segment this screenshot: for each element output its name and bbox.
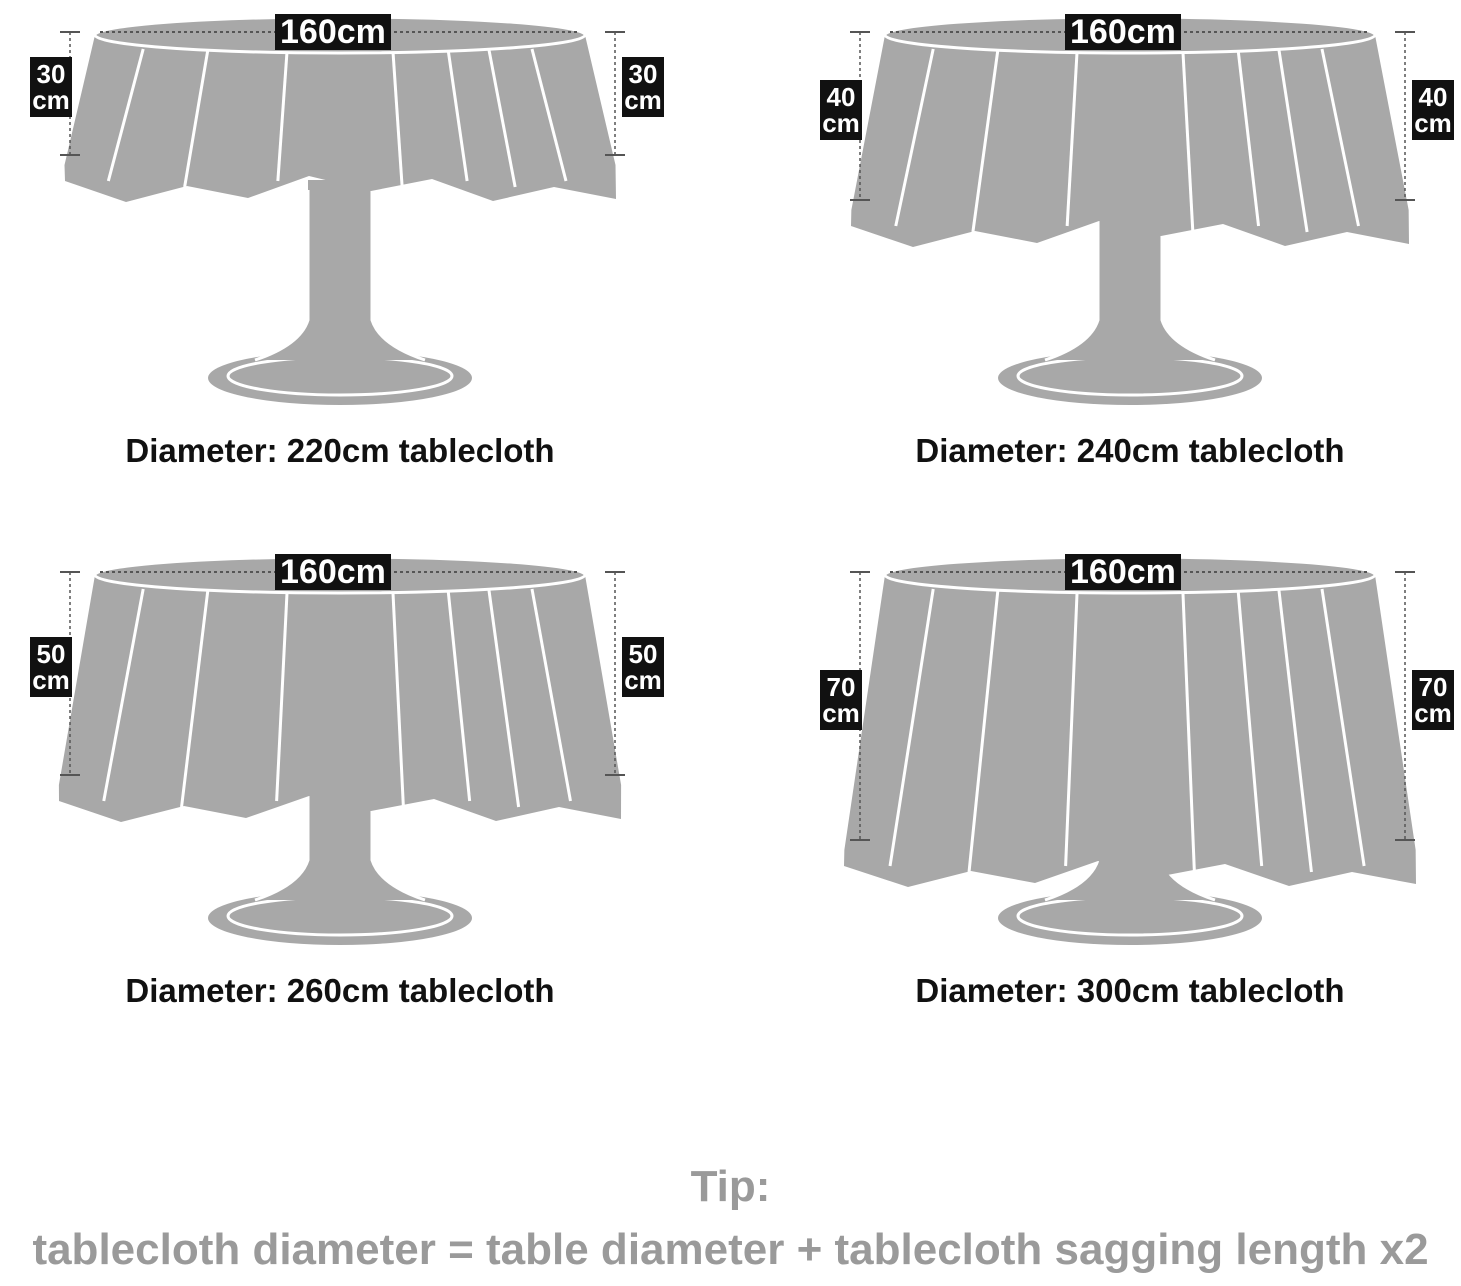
tablecloth-fold-line: [183, 48, 210, 188]
tip-formula: tablecloth diameter = table diameter + t…: [32, 1225, 1429, 1274]
tablecloth-skirt: [844, 575, 1416, 887]
sag-value: 30: [628, 59, 658, 89]
tip-title: Tip:: [690, 1162, 771, 1211]
sag-value: 40: [826, 81, 856, 112]
table-illustration: [844, 555, 1416, 945]
tablecloth-caption: Diameter: 260cm tablecloth: [125, 972, 555, 1009]
tablecloth-fold-line: [1277, 48, 1309, 233]
sag-unit: cm: [1414, 697, 1452, 728]
table-stem-outline: [1044, 190, 1216, 362]
sag-value: 50: [36, 639, 66, 669]
tablecloth-fold-line: [1181, 48, 1195, 233]
sag-unit: cm: [624, 665, 662, 695]
tablecloth-caption: Diameter: 220cm tablecloth: [125, 432, 555, 469]
tablecloth-fold-line: [446, 48, 469, 182]
tablecloth-fold-line: [487, 48, 517, 188]
tablecloth-fold-line: [102, 588, 145, 802]
sag-unit: cm: [32, 665, 70, 695]
table-diameter-label: 160cm: [1065, 554, 1181, 590]
tablecloth-fold-line: [391, 588, 405, 808]
sag-unit: cm: [624, 85, 662, 115]
tablecloth-fold-line: [180, 588, 210, 808]
table-stem-outline: [254, 730, 426, 902]
tablecloth-fold-line: [1181, 588, 1196, 873]
tablecloth-caption: Diameter: 240cm tablecloth: [915, 432, 1345, 469]
tablecloth-fold-line: [446, 588, 472, 802]
sag-value: 50: [628, 639, 658, 669]
sag-value: 70: [1418, 671, 1448, 702]
tablecloth-skirt: [851, 35, 1409, 247]
sag-value: 40: [1418, 81, 1448, 112]
table-diameter-label: 160cm: [275, 554, 391, 590]
tablecloth-fold-line: [275, 588, 289, 802]
tablecloth-fold-line: [1277, 588, 1313, 873]
table-diameter-label: 160cm: [275, 14, 391, 50]
sag-unit: cm: [1414, 107, 1452, 138]
tablecloth-fold-line: [487, 588, 521, 808]
tablecloth-fold-line: [888, 588, 935, 867]
sag-unit: cm: [822, 107, 860, 138]
tablecloth-fold-line: [276, 48, 289, 182]
sag-value: 30: [36, 59, 66, 89]
table-illustration: [58, 555, 625, 945]
table-stem-outline: [254, 190, 426, 362]
sag-unit: cm: [822, 697, 860, 728]
tablecloth-fold-line: [1065, 48, 1079, 227]
tablecloth-fold-line: [1064, 588, 1079, 867]
table-illustration: [60, 15, 625, 405]
tablecloth-fold-line: [1320, 588, 1366, 867]
tablecloth-skirt: [64, 35, 616, 202]
table-stem: [255, 720, 425, 900]
tablecloth-fold-line: [894, 48, 935, 227]
tablecloth-fold-line: [530, 48, 568, 182]
sag-unit: cm: [32, 85, 70, 115]
table-illustration: [850, 15, 1415, 405]
table-diameter-label: 160cm: [1065, 14, 1181, 50]
tablecloth-skirt: [58, 575, 622, 822]
sag-value: 70: [826, 671, 856, 702]
tablecloth-fold-line: [530, 588, 572, 802]
tablecloth-fold-line: [1236, 48, 1261, 227]
tablecloth-fold-line: [106, 48, 145, 182]
tablecloth-fold-line: [1320, 48, 1360, 227]
tablecloth-caption: Diameter: 300cm tablecloth: [915, 972, 1345, 1009]
tablecloth-fold-line: [391, 48, 404, 188]
tablecloth-fold-line: [1236, 588, 1264, 867]
table-stem: [1045, 180, 1215, 360]
tablecloth-fold-line: [971, 48, 1000, 233]
table-stem: [255, 180, 425, 360]
tablecloth-fold-line: [967, 588, 1000, 873]
